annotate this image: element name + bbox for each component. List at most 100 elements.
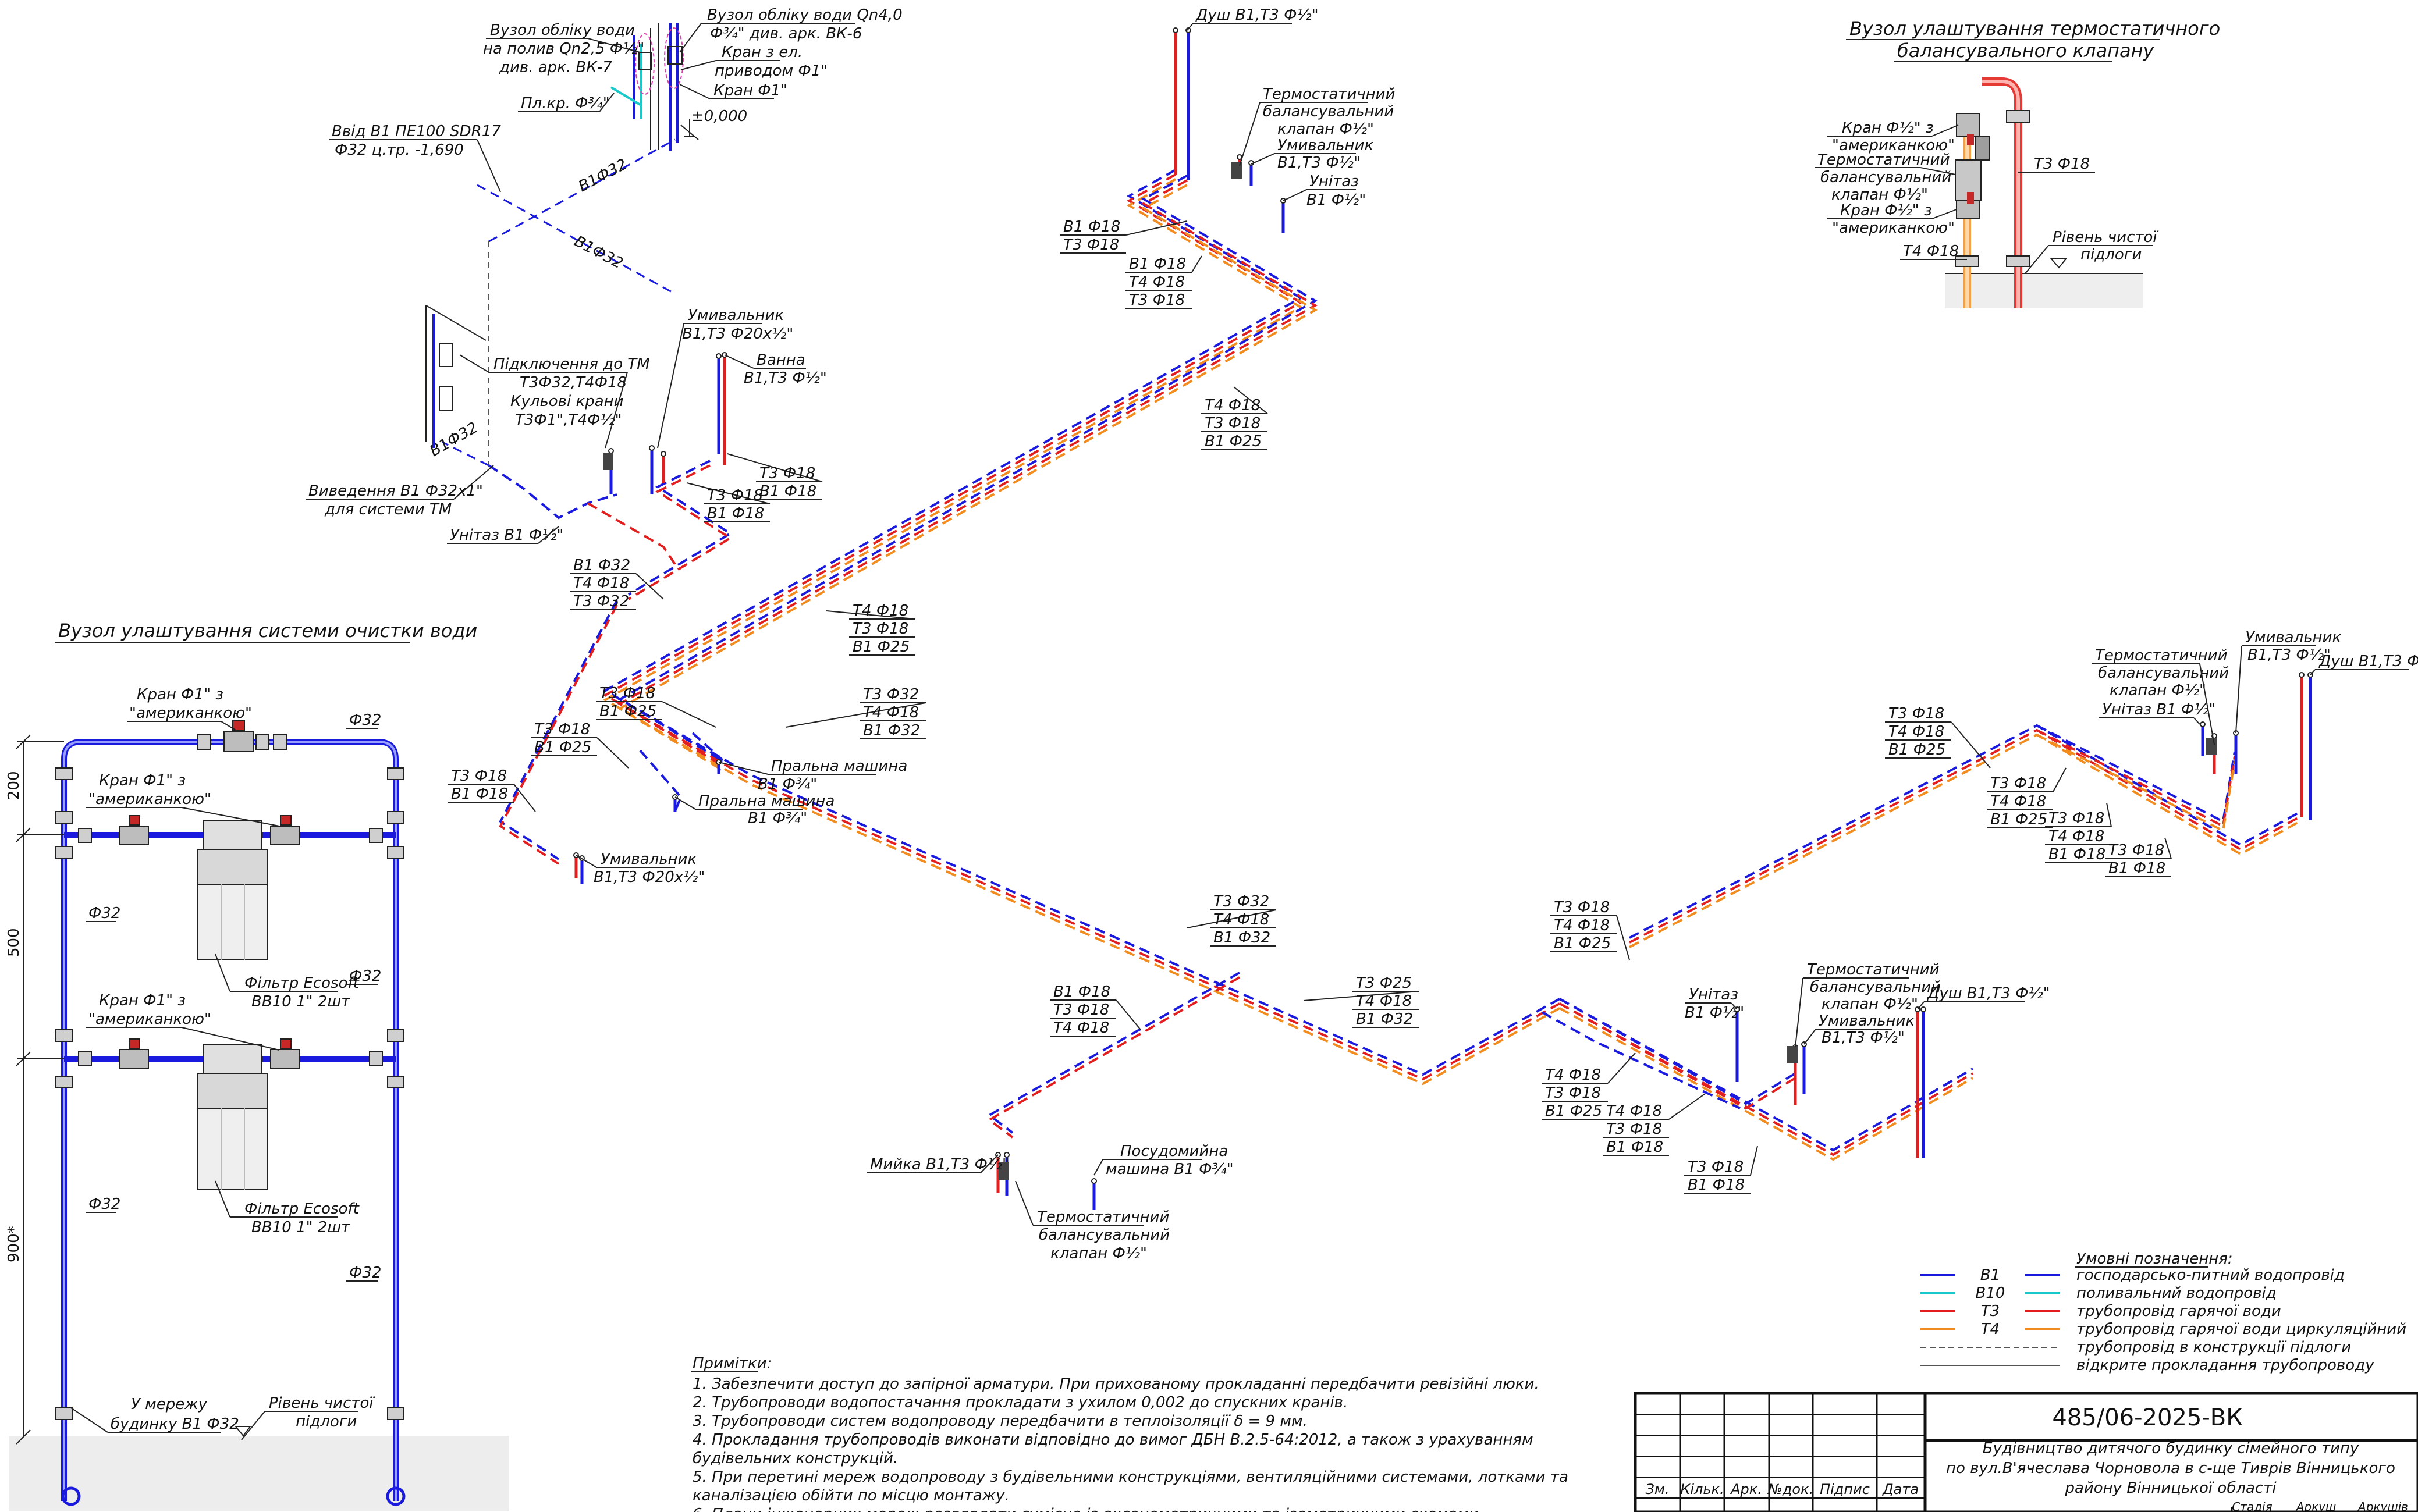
pipe-tag: Т3 Ф18: [1606, 1120, 1662, 1138]
sink-c-label-2: В1,Т3 Ф20х½": [594, 869, 705, 886]
leader-line: [477, 139, 501, 193]
outlet-icon: [2200, 721, 2206, 727]
stamp-column-header: Арк.: [1730, 1481, 1762, 1497]
wc-mid-label-1: Унітаз: [1689, 986, 1738, 1004]
pipe-b1: [617, 175, 1318, 762]
stamp-title-3: району Вінницької області: [2064, 1479, 2277, 1497]
pipe-tag: Т4 Ф18: [1356, 992, 1412, 1010]
legend-text: поливальний водопровід: [2076, 1285, 2277, 1302]
leader-line: [679, 84, 711, 99]
sink-right-label-2: В1,Т3 Ф½": [2247, 646, 2331, 664]
valve-icon: [2206, 738, 2217, 755]
leader-line: [674, 796, 696, 810]
outlet-icon: [1185, 27, 1191, 33]
valve-mid-label-1: Кран Ф1" з: [99, 772, 186, 789]
filter-housing-icon: [197, 1044, 268, 1190]
tm-label-1: Підключення до ТМ: [493, 355, 650, 373]
leader-line: [538, 526, 559, 544]
stamp-extra-header: Аркуш: [2295, 1500, 2337, 1512]
leader-line: [1251, 153, 1275, 165]
b1-outlet-label-2: для системи ТМ: [324, 501, 452, 518]
pipe-tag: Т3 Ф18: [759, 465, 815, 482]
pipe-t3: [1629, 728, 2299, 944]
level-mark-icon: [2050, 258, 2068, 269]
leader-line: [1116, 999, 1141, 1030]
leader-line: [1093, 1159, 1103, 1176]
pipe-tag: В1 Ф25: [1554, 935, 1611, 952]
kitchen-sink-label: Мийка В1,Т3 Ф½": [870, 1156, 1009, 1173]
washer-2-label-1: Пральна машина: [698, 792, 835, 810]
shower-right-label: Душ В1,Т3 Ф½": [2318, 653, 2418, 670]
thermo-valve-v1-label-2: "американкою": [1832, 137, 1955, 154]
level-zero: ±0,000: [691, 108, 747, 125]
stamp-grid: [1635, 1393, 1925, 1512]
pipe-tag: Т3 Ф18: [1053, 1001, 1109, 1019]
pipe-tag: В1 Ф18: [1053, 983, 1110, 1001]
valve-icon: [999, 1162, 1009, 1180]
thermo-mid-label-2: балансувальний: [1810, 979, 1941, 996]
meter-irrigation-label-3: див. арк. ВК-7: [499, 59, 612, 76]
pipe-t3: [1559, 1002, 1799, 1110]
pipe-b1: [602, 169, 1560, 1076]
thermo-right-label-2: балансувальний: [2098, 664, 2229, 682]
pipe-tag: Т4 Ф18: [1545, 1066, 1601, 1084]
valve-top-label-1: Кран Ф1" з: [137, 686, 223, 703]
leader-line: [1239, 102, 1261, 166]
floor-label-2: підлоги: [296, 1413, 357, 1431]
pipe-tag: Т3 Ф18: [1545, 1084, 1601, 1102]
pipe-dia-d32: Ф32: [88, 1196, 120, 1213]
fittings: [55, 734, 404, 1420]
sink-mid-label-2: В1,Т3 Ф½": [1822, 1029, 1905, 1047]
pipe-tag: Т3 Ф18: [1688, 1158, 1744, 1176]
thermo-floor-label-2: підлоги: [2080, 246, 2142, 264]
shower-mid-label: Душ В1,Т3 Ф½": [1927, 985, 2050, 1002]
pipe-tag: В1 Ф32: [1356, 1011, 1413, 1028]
tm-label-2: Т3Ф32,Т4Ф18: [520, 374, 627, 392]
stamp-title-2: по вул.В'ячеслава Чорновола в с-ще Тиврі…: [1946, 1460, 2395, 1477]
stamp-extra-header: Стадія: [2232, 1500, 2272, 1512]
pipe-tag: В1 Ф18: [1606, 1139, 1663, 1156]
stamp-code: 485/06-2025-ВК: [2052, 1404, 2242, 1431]
stamp-extra-header: Аркушів: [2357, 1500, 2408, 1512]
leader-line: [2164, 837, 2172, 859]
outlet-icon: [1091, 1178, 1097, 1184]
thermo-floor-label-1: Рівень чистої: [2053, 229, 2158, 246]
pipe-tag: В1 Ф18: [2108, 860, 2165, 877]
leader-line: [181, 807, 280, 827]
note-line: 1. Забезпечити доступ до запірної армату…: [693, 1375, 1539, 1393]
pipe-t4: [602, 178, 1560, 1086]
wc-ground-label: Унітаз В1 Ф½": [450, 526, 563, 544]
pipe-t3: [499, 604, 618, 865]
tm-label-4: Т3Ф1",Т4Ф½": [515, 411, 622, 429]
thermo-valve-icon: [1955, 113, 1990, 219]
thermo-mid-label-1: Термостатичний: [1807, 961, 1939, 979]
pipe-t3: [617, 179, 1318, 766]
thermo-valve-v1-label-1: Кран Ф½" з: [1842, 119, 1934, 137]
leader-line: [1951, 721, 1991, 769]
thermo-valve-label-1: Термостатичний: [1817, 151, 1950, 169]
pipe-tag: Т4 Ф18: [573, 575, 629, 592]
leader-line: [2199, 663, 2215, 745]
dimension-tick: [16, 1429, 31, 1445]
shower-top-label: Душ В1,Т3 Ф½": [1195, 6, 1319, 24]
pipe-dia-d32: Ф32: [349, 1264, 381, 1282]
leader-line: [587, 38, 641, 53]
pipe-tag: В1 Ф18: [1688, 1176, 1745, 1194]
t3-riser-core: [1982, 80, 2020, 308]
tm-valve-icon: [439, 386, 453, 411]
pipe-tag: В1 Ф32: [1213, 929, 1270, 947]
pipe-tag: Т4 Ф18: [1554, 917, 1610, 934]
pipe-network: [488, 169, 2299, 1161]
note-line: 6. Плани інженерних мереж розглядати сум…: [693, 1506, 1483, 1512]
meter-main-label-1: Вузол обліку води Qn4,0: [707, 6, 903, 24]
pipe-tag: Т4 Ф18: [1205, 397, 1261, 414]
pipe-tag: В1 Ф18: [707, 505, 764, 522]
note-line: каналізацією обійти по місцю монтажу.: [693, 1487, 1010, 1504]
stamp-title-1: Будівництво дитячого будинку сімейного т…: [1983, 1440, 2359, 1457]
leader-line: [1125, 220, 1188, 236]
meter-irrigation-label-1: Вузол обліку води: [490, 22, 635, 39]
leader-line: [605, 372, 628, 449]
outlet-icon: [661, 451, 666, 457]
pipe-tag: Т3 Ф18: [1063, 236, 1119, 254]
outlet-icon: [608, 448, 614, 454]
